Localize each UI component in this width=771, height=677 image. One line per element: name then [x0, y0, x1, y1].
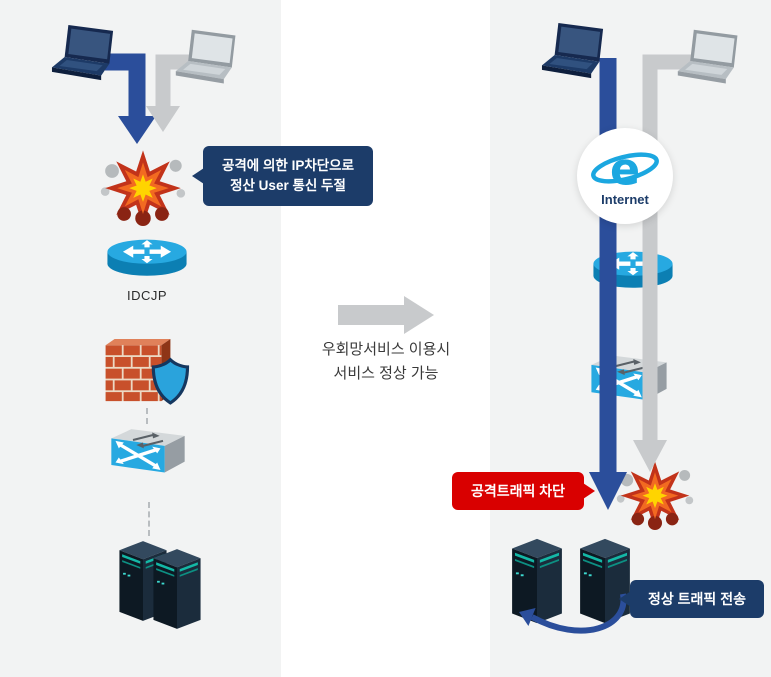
normal-traffic-callout: 정상 트래픽 전송	[619, 580, 764, 618]
laptop-navy-icon	[536, 22, 618, 88]
block-callout: 공격트래픽 차단	[452, 472, 595, 510]
attack-callout-line2: 정산 User 통신 두절	[230, 178, 346, 193]
attack-callout: 공격에 의한 IP차단으로 정산 User 통신 두절	[192, 146, 373, 206]
laptop-gray-icon	[672, 28, 752, 94]
flow-right-arrow-icon	[338, 296, 434, 334]
attack-callout-line1: 공격에 의한 IP차단으로	[221, 157, 355, 173]
user-traffic-arrow	[133, 50, 199, 142]
internet-label: Internet	[601, 192, 649, 207]
normal-traffic-arrow	[588, 46, 638, 524]
middle-caption: 우회망서비스 이용시 서비스 정상 가능	[308, 338, 464, 386]
callout-tail	[583, 483, 595, 499]
router-label: IDCJP	[126, 288, 168, 303]
attack-traffic-arrow	[628, 50, 708, 480]
internet-logo-glyph: e	[610, 144, 640, 195]
internet-node: e Internet	[577, 128, 673, 224]
switch-icon	[108, 424, 188, 486]
server-icon	[506, 536, 568, 626]
dashed-connector	[146, 408, 148, 424]
explosion-icon	[616, 452, 694, 530]
laptop-gray-icon	[170, 28, 250, 94]
block-callout-text: 공격트래픽 차단	[470, 482, 566, 499]
callout-tail	[192, 168, 204, 184]
callout-tail	[619, 591, 631, 607]
dashed-connector	[148, 502, 150, 536]
router-icon	[104, 228, 190, 284]
server-icon	[148, 546, 206, 632]
middle-caption-line2: 서비스 정상 가능	[333, 365, 439, 382]
attack-traffic-arrow	[97, 48, 167, 152]
normal-traffic-callout-text: 정상 트래픽 전송	[648, 590, 746, 607]
explosion-icon	[100, 140, 186, 226]
normal-traffic-curved-arrow	[505, 590, 635, 650]
laptop-navy-icon	[46, 24, 128, 90]
internet-explorer-icon: e	[591, 144, 659, 195]
firewall-shield-icon	[102, 336, 192, 414]
middle-caption-line1: 우회망서비스 이용시	[321, 341, 451, 358]
